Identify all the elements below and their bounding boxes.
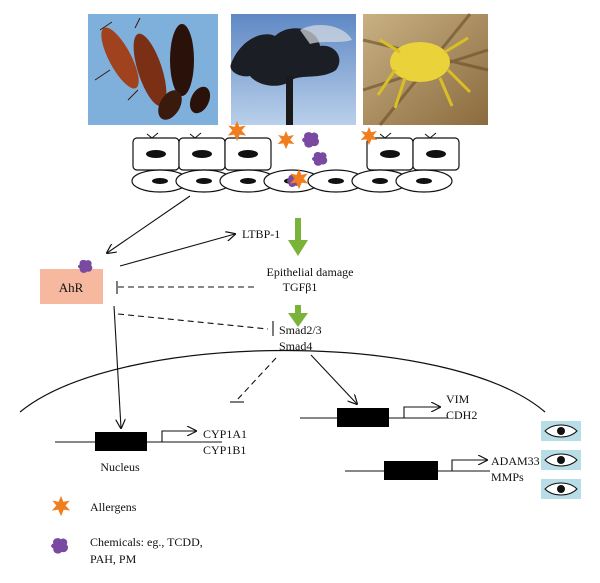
legend: Allergens Chemicals: eg., TCDD, PAH, PM bbox=[51, 495, 203, 566]
cyp1a1-label: CYP1A1 bbox=[203, 427, 247, 441]
gene-vim bbox=[300, 407, 448, 427]
green-arrow-down-2 bbox=[288, 305, 308, 327]
inhibition-smad-cyp bbox=[230, 357, 277, 403]
legend-chemicals-label-line1: Chemicals: eg., TCDD, bbox=[90, 535, 203, 549]
dust-mite-photo-icon bbox=[362, 13, 489, 126]
legend-allergens-label: Allergens bbox=[90, 500, 137, 514]
epithelial-cell-layer bbox=[131, 132, 460, 193]
cockroach-photo-icon bbox=[88, 14, 218, 125]
arrow-epithelium-to-ahr bbox=[107, 195, 191, 253]
mmps-label: MMPs bbox=[491, 470, 524, 484]
gene-adam33 bbox=[345, 460, 490, 480]
smad23-label: Smad2/3 bbox=[279, 323, 322, 337]
inhibition-ahr-tgfb1 bbox=[116, 281, 258, 294]
mesenchymal-cell-icon bbox=[541, 450, 581, 470]
adam33-label: ADAM33 bbox=[491, 454, 540, 468]
tgfb1-label: TGFβ1 bbox=[283, 280, 318, 294]
smokestack-photo-icon bbox=[230, 14, 356, 125]
vim-label: VIM bbox=[446, 392, 470, 406]
arrow-smad-to-vim bbox=[310, 354, 357, 404]
cdh2-label: CDH2 bbox=[446, 408, 477, 422]
ltbp1-label: LTBP-1 bbox=[242, 227, 280, 241]
nuclear-membrane bbox=[19, 349, 546, 413]
inhibition-ahr-smad bbox=[117, 313, 274, 336]
allergen-star-icon bbox=[51, 495, 71, 517]
mesenchymal-cell-icon bbox=[541, 421, 581, 441]
legend-chemicals-label-line2: PAH, PM bbox=[90, 552, 137, 566]
smad4-label: Smad4 bbox=[279, 339, 312, 353]
nucleus-label: Nucleus bbox=[100, 460, 140, 474]
ahr-box bbox=[40, 269, 103, 304]
cyp1b1-label: CYP1B1 bbox=[203, 443, 246, 457]
epithelial-damage-label: Epithelial damage bbox=[267, 265, 354, 279]
chemical-blob-icon bbox=[51, 538, 69, 554]
green-arrow-down-1 bbox=[288, 218, 308, 256]
allergen-star-icon bbox=[277, 130, 295, 150]
mesenchymal-cell-icon bbox=[541, 479, 581, 499]
chemical-blob-icon bbox=[312, 151, 328, 166]
ahr-label: AhR bbox=[59, 280, 84, 295]
arrow-ahr-to-cyp bbox=[113, 305, 121, 428]
gene-cyp1 bbox=[55, 431, 222, 451]
arrow-ahr-to-ltbp1 bbox=[119, 234, 235, 267]
chemical-blob-icon bbox=[302, 132, 320, 148]
